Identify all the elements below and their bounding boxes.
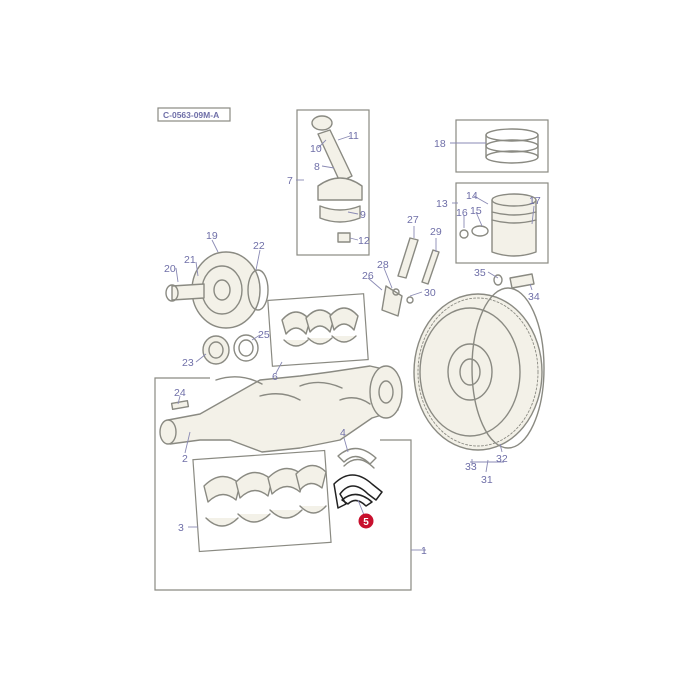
callout-33: 33 [465, 461, 477, 473]
crankshaft-pulley [165, 251, 269, 329]
callout-31: 31 [481, 474, 493, 486]
callout-4: 4 [340, 427, 346, 439]
conrod-bearings-frame [267, 293, 369, 367]
callout-12: 12 [358, 235, 370, 247]
piston-rings [485, 128, 539, 164]
thrust-washers-highlighted [333, 474, 383, 509]
callout-17: 17 [529, 195, 541, 207]
callout-14: 14 [466, 190, 478, 202]
callout-1: 1 [421, 545, 427, 557]
flywheel-bolt [493, 273, 535, 289]
callout-20: 20 [164, 263, 176, 275]
leader-lines [175, 135, 535, 551]
reference-code: C-0563-09M-A [163, 110, 219, 120]
callout-18: 18 [434, 138, 446, 150]
callout-27: 27 [407, 214, 419, 226]
callout-26: 26 [362, 270, 374, 282]
callout-6: 6 [272, 371, 278, 383]
callout-9: 9 [360, 209, 366, 221]
callout-24: 24 [174, 387, 186, 399]
piston [459, 193, 537, 257]
flywheel [413, 287, 545, 451]
callout-10: 10 [310, 143, 322, 155]
callout-23: 23 [182, 357, 194, 369]
callout-8: 8 [314, 161, 320, 173]
key [170, 399, 190, 411]
callout-30: 30 [424, 287, 436, 299]
callout-16: 16 [456, 207, 468, 219]
bolts [381, 237, 440, 317]
connecting-rod [311, 115, 363, 243]
callout-21: 21 [184, 254, 196, 266]
callout-15: 15 [470, 205, 482, 217]
callout-25: 25 [258, 329, 270, 341]
highlight-marker[interactable] [358, 513, 374, 529]
callout-32: 32 [496, 453, 508, 465]
callout-13: 13 [436, 198, 448, 210]
callout-11: 11 [348, 130, 359, 142]
callout-29: 29 [430, 226, 442, 238]
reference-code-box: C-0563-09M-A [157, 107, 231, 122]
callout-34: 34 [528, 291, 540, 303]
timing-gear [202, 334, 259, 365]
callout-labels: 1 2 3 4 6 7 8 9 10 11 12 13 14 15 16 17 … [164, 130, 541, 557]
connecting-rod-frame [296, 109, 370, 256]
crankshaft-assembly-frame [154, 377, 412, 591]
piston-rings-frame [455, 119, 549, 173]
callout-2: 2 [182, 453, 188, 465]
callout-19: 19 [206, 230, 218, 242]
main-bearings-frame [192, 449, 332, 553]
thrust-washers-upper [337, 447, 377, 469]
callout-7: 7 [287, 175, 293, 187]
piston-frame [455, 182, 549, 264]
callout-28: 28 [377, 259, 389, 271]
callout-22: 22 [253, 240, 265, 252]
conrod-bearing-shells [281, 307, 359, 347]
callout-5[interactable]: 5 [363, 517, 369, 528]
callout-3: 3 [178, 522, 184, 534]
callout-35: 35 [474, 267, 486, 279]
main-bearing-shells [203, 464, 327, 527]
highlighted-callout-5[interactable]: 5 [358, 513, 374, 529]
crankshaft [159, 365, 403, 453]
